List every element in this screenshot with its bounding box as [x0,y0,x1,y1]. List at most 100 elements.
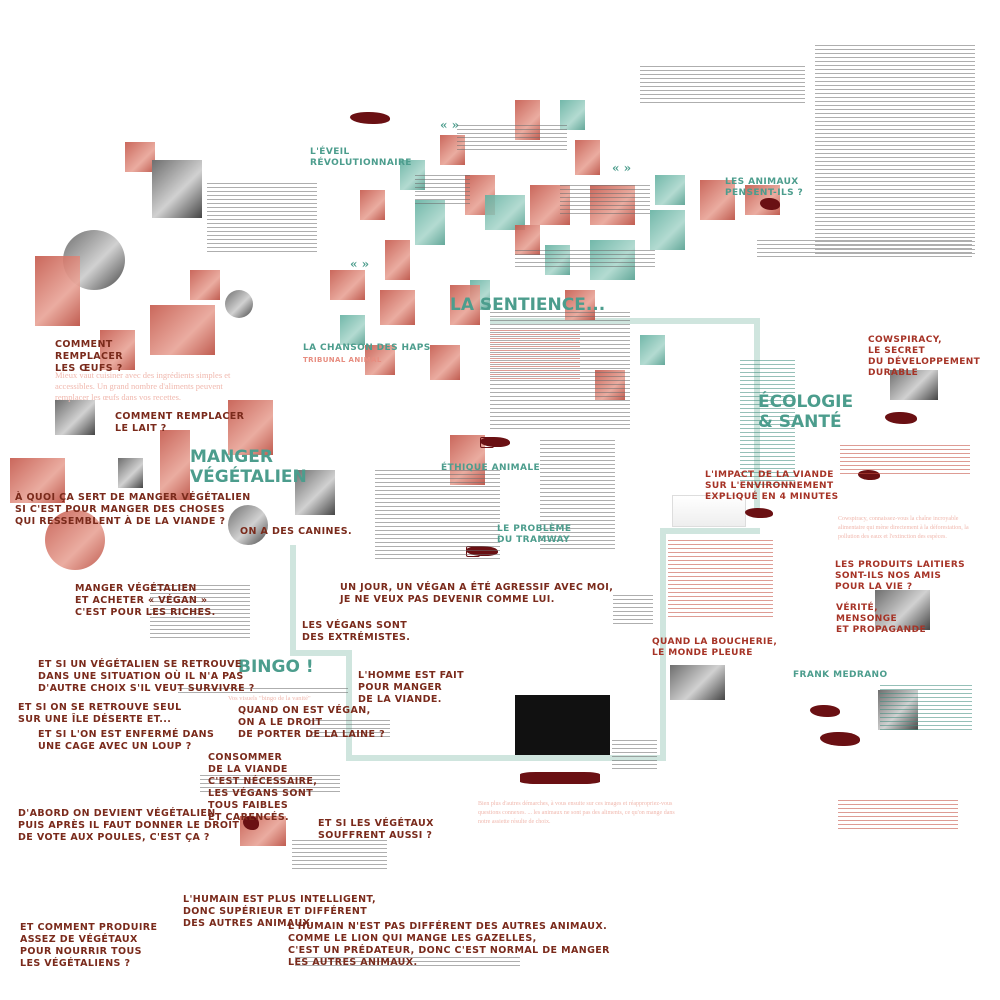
animal-photo [700,180,735,220]
text-block [515,250,655,270]
video-thumbnail[interactable] [875,590,930,630]
text-block [613,595,653,625]
question-intelligent[interactable]: L'HUMAIN EST PLUS INTELLIGENT, DONC SUPÉ… [183,894,376,929]
text-block [560,185,650,215]
ink-blotch [243,816,259,830]
heading-tramway[interactable]: LE PROBLÈME DU TRAMWAY [497,524,572,545]
animal-photo [485,195,525,230]
quote-mark: « » [440,118,460,132]
text-block [200,775,340,795]
ink-blotch [350,112,390,124]
ink-blotch [858,470,880,480]
animal-photo [450,285,480,325]
text-block [375,470,500,560]
question-vegetaux[interactable]: ET SI LES VÉGÉTAUX SOUFFRENT AUSSI ? [318,818,434,841]
question-riches[interactable]: MANGER VÉGÉTALIEN ET ACHETER « VÉGAN » C… [75,583,216,618]
animal-photo [415,200,445,245]
heading-produits-laitiers[interactable]: LES PRODUITS LAITIERS SONT-ILS NOS AMIS … [835,560,966,592]
question-ressemblent[interactable]: À QUOI ÇA SERT DE MANGER VÉGÉTALIEN SI C… [15,492,251,527]
question-survivre[interactable]: ET SI UN VÉGÉTALIEN SE RETROUVE DANS UNE… [38,659,255,694]
question-canines[interactable]: ON A DES CANINES. [240,526,353,537]
ink-blotch [885,412,917,424]
heading-animaux-pensent[interactable]: LES ANIMAUX PENSENT-ILS ? [725,177,804,198]
heading-cowspiracy[interactable]: COWSPIRACY, LE SECRET DU DÉVELOPPEMENT D… [868,335,981,378]
animal-photo [365,345,395,375]
heading-bingo: BINGO ! [238,657,314,677]
heading-manger-vegetalien: MANGER VÉGÉTALIEN [190,447,307,487]
food-photo [228,400,273,455]
intro-text: Bien plus d'autres démarches, à vous ens… [478,801,675,825]
ink-blotch [520,772,600,784]
text-block [415,175,470,205]
heading-ethique[interactable]: ÉTHIQUE ANIMALE [441,463,541,473]
question-oeufs[interactable]: COMMENT REMPLACER LES ŒUFS ? [55,339,124,374]
food-photo [10,458,65,503]
question-homme[interactable]: L'HOMME EST FAIT POUR MANGER DE LA VIAND… [358,670,464,705]
speech-bubble-icon [480,437,494,448]
heading-sentience: LA SENTIENCE... [450,295,606,315]
food-photo [225,290,253,318]
heading-eveil[interactable]: L'ÉVEIL RÉVOLUTIONNAIRE [310,147,412,168]
question-lait[interactable]: COMMENT REMPLACER LE LAIT ? [115,411,245,434]
heading-frank-medrano[interactable]: FRANK MEDRANO [793,670,888,680]
text-block [490,330,580,380]
food-photo [118,458,143,488]
text-block [178,688,348,694]
connector-path [346,650,352,760]
text-block [612,740,657,770]
food-photo [295,470,335,515]
text-block [815,45,975,255]
food-photo [35,256,80,326]
text-block [740,360,795,485]
heading-chanson-haps[interactable]: LA CHANSON DES HAPS [303,343,431,353]
text-block [457,125,567,150]
video-thumbnail[interactable] [515,695,610,755]
heading-tribunal[interactable]: TRIBUNAL ANIMAL [303,356,382,364]
text-block [150,585,250,640]
animal-photo [640,335,665,365]
animal-photo [330,270,365,300]
question-produire[interactable]: ET COMMENT PRODUIRE ASSEZ DE VÉGÉTAUX PO… [20,922,158,969]
question-extremistes[interactable]: LES VÉGANS SONT DES EXTRÉMISTES. [302,620,411,643]
connector-path [290,650,350,656]
text-block [840,445,970,475]
ink-blotch [820,732,860,746]
animal-photo [380,290,415,325]
animal-photo [575,140,600,175]
heading-verite[interactable]: VÉRITÉ, MENSONGE ET PROPAGANDE [836,603,927,635]
text-block [838,800,958,830]
heading-boucherie[interactable]: QUAND LA BOUCHERIE, LE MONDE PLEURE [652,637,778,658]
person-photo [228,505,268,545]
quote-mark: « » [612,161,632,175]
ink-blotch [760,198,780,210]
question-lion[interactable]: L'HUMAIN N'EST PAS DIFFÉRENT DES AUTRES … [288,921,610,968]
food-photo [55,400,95,435]
intro-text: Cowspiracy, connaissez-vous la chaîne in… [838,516,969,540]
quote-mark: « » [350,257,370,271]
video-thumbnail[interactable] [890,370,938,400]
animal-photo [430,345,460,380]
ink-blotch [480,437,510,447]
food-photo [150,305,215,355]
connector-path [290,545,296,655]
food-photo [45,510,105,570]
question-necessaire[interactable]: CONSOMMER DE LA VIANDE C'EST NÉCESSAIRE,… [208,752,318,823]
text-block [310,720,390,740]
intro-text: Mieux vaut cuisiner avec des ingrédients… [55,370,231,402]
text-block [880,685,972,730]
question-poules[interactable]: D'ABORD ON DEVIENT VÉGÉTALIEN PUIS APRÈS… [18,808,240,843]
food-photo [190,270,220,300]
connector-path [346,755,666,761]
ink-blotch [745,508,773,518]
animal-photo [360,190,385,220]
heading-impact-viande[interactable]: L'IMPACT DE LA VIANDE SUR L'ENVIRONNEMEN… [705,470,839,502]
video-thumbnail[interactable] [670,665,725,700]
infographic-thumbnail[interactable] [672,495,746,527]
question-agressif[interactable]: UN JOUR, UN VÉGAN A ÉTÉ AGRESSIF AVEC MO… [340,582,614,605]
animal-photo [650,210,685,250]
question-laine[interactable]: QUAND ON EST VÉGAN, ON A LE DROIT DE POR… [238,705,385,740]
animal-photo [385,240,410,280]
question-cage[interactable]: ET SI L'ON EST ENFERMÉ DANS UNE CAGE AVE… [38,729,215,752]
question-ile[interactable]: ET SI ON SE RETROUVE SEUL SUR UNE ÎLE DÉ… [18,702,182,725]
animal-photo [340,315,365,345]
